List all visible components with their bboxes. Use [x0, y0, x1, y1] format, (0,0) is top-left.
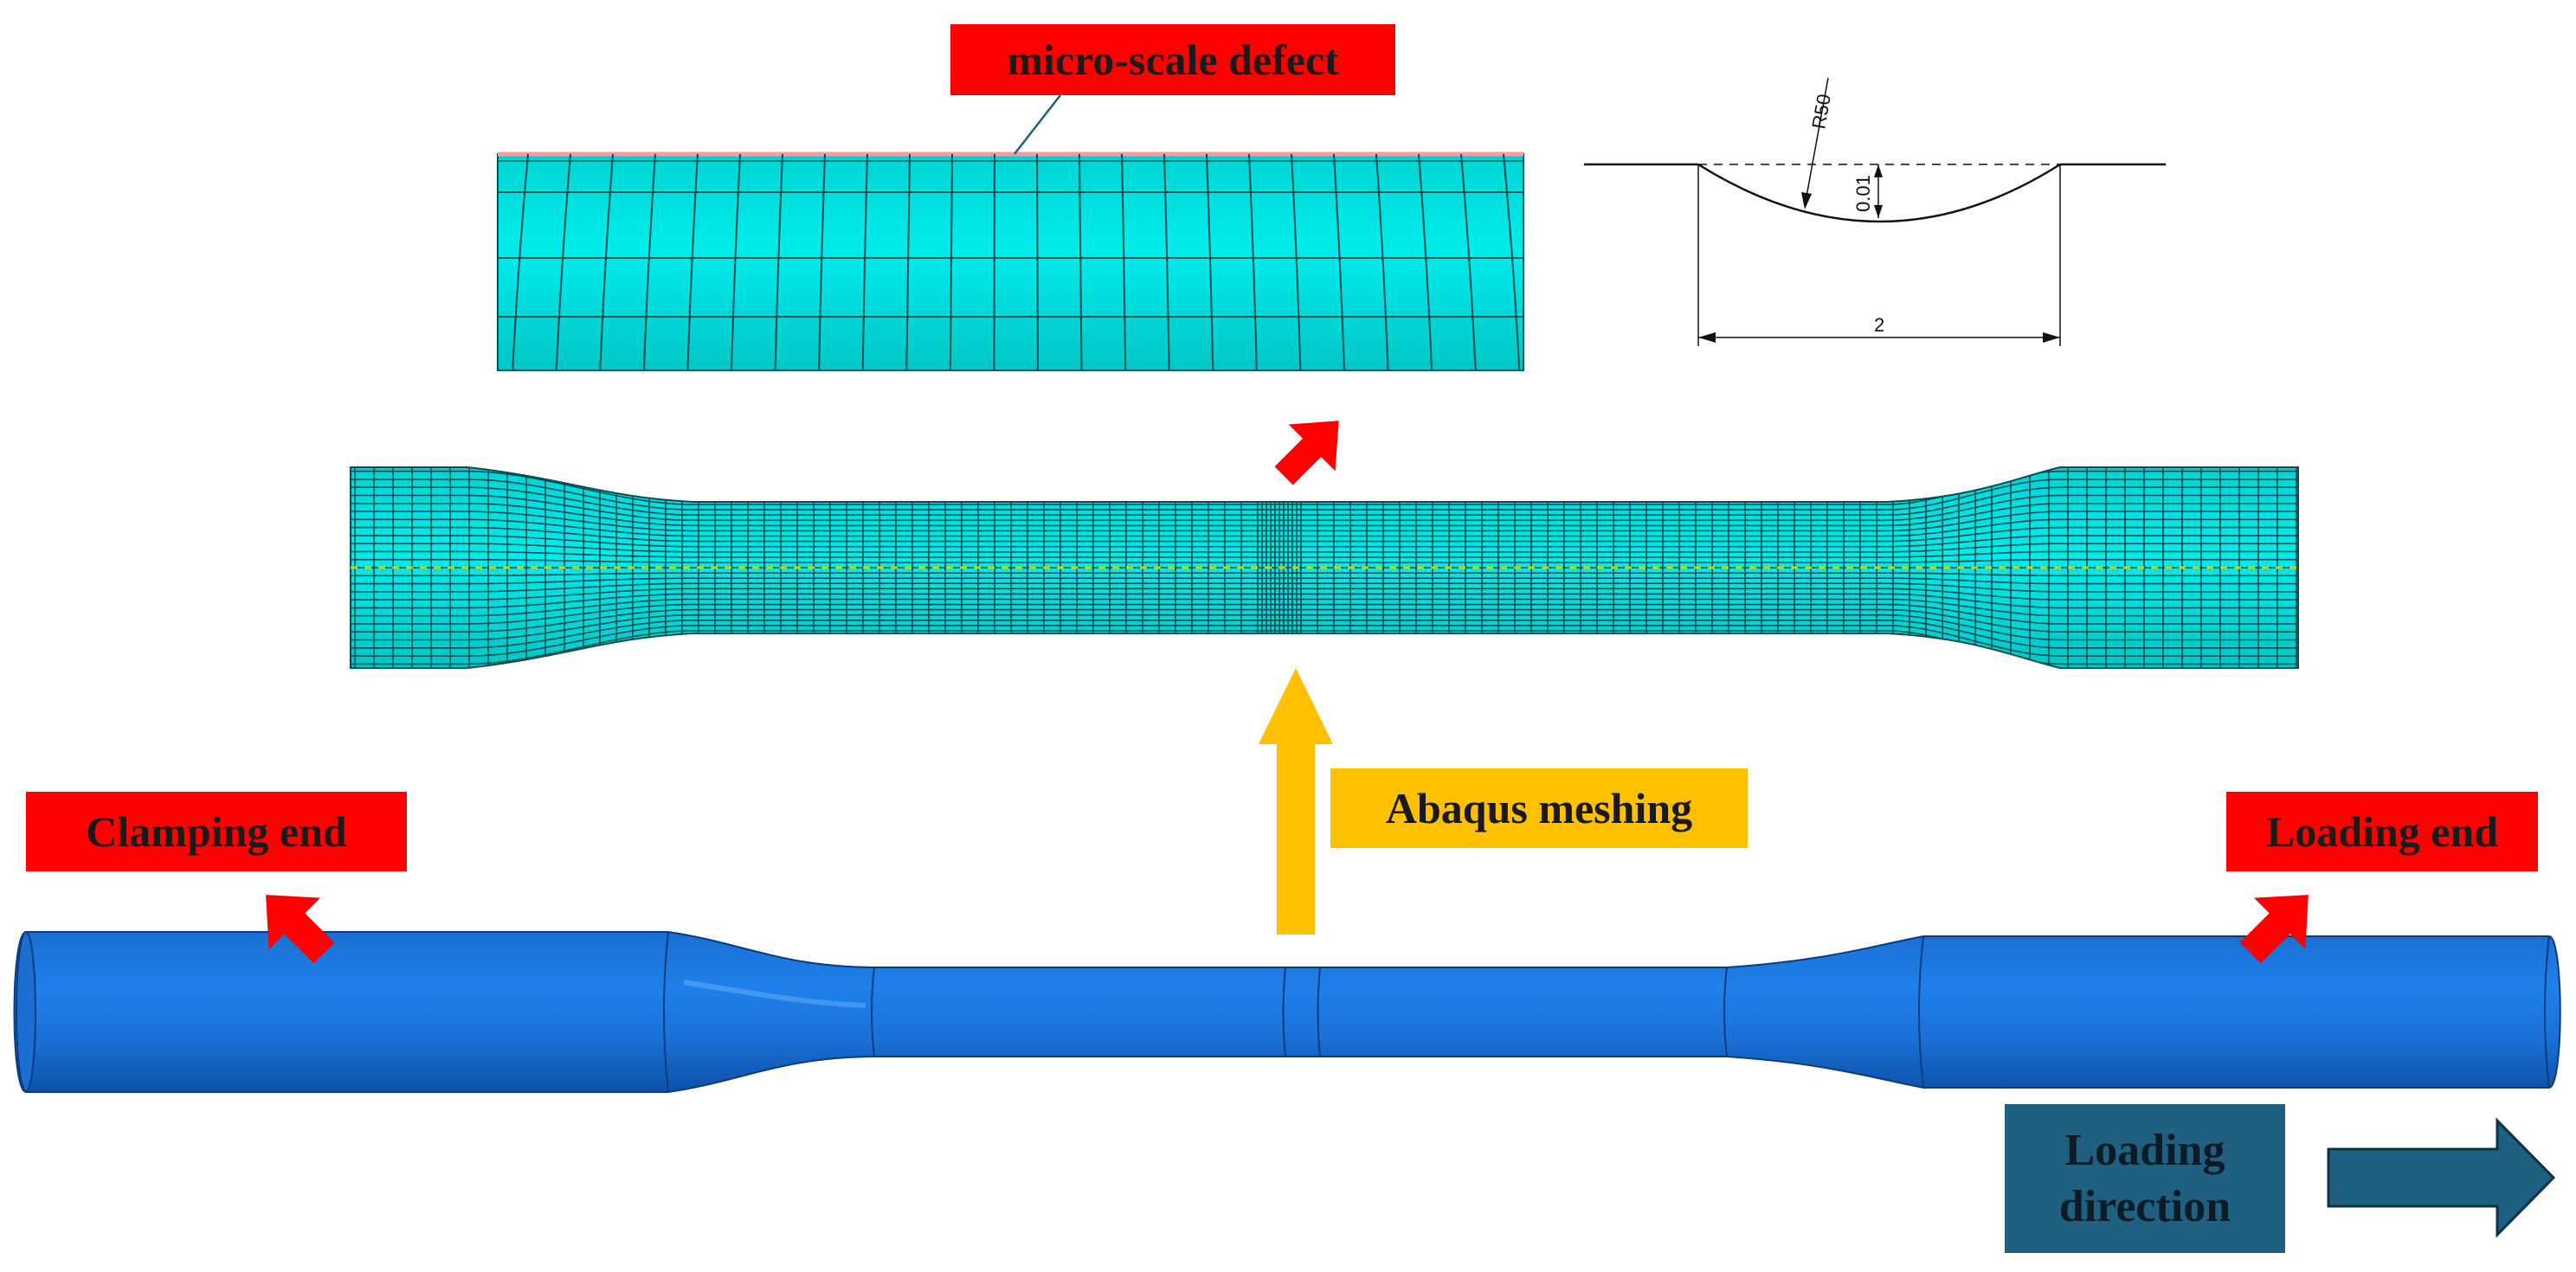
detail-mesh-panel — [497, 151, 1524, 371]
depth-label: 0.01 — [1852, 175, 1874, 212]
solid-specimen — [13, 931, 2561, 1093]
micro-defect-label: micro-scale defect — [950, 24, 1395, 95]
meshed-specimen — [350, 466, 2299, 669]
arrow-up-icon — [1259, 668, 1333, 935]
arrow-up-right-icon — [1274, 421, 1339, 485]
defect-pointer-line — [1014, 94, 1061, 155]
loading-direction-line1: Loading — [2064, 1126, 2225, 1175]
clamping-end-label: Clamping end — [26, 792, 407, 871]
abaqus-meshing-label: Abaqus meshing — [1330, 768, 1748, 848]
loading-direction-label: Loading direction — [2005, 1104, 2285, 1253]
arrow-up-left-icon — [266, 895, 335, 964]
radius-label: R50 — [1807, 93, 1835, 131]
loading-direction-line2: direction — [2058, 1182, 2231, 1231]
arrow-right-icon — [2327, 1117, 2556, 1238]
defect-dimension-sketch — [1584, 77, 2166, 346]
arrow-up-right-icon — [2239, 895, 2309, 964]
width-label: 2 — [1874, 314, 1884, 336]
loading-end-label: Loading end — [2226, 792, 2538, 871]
